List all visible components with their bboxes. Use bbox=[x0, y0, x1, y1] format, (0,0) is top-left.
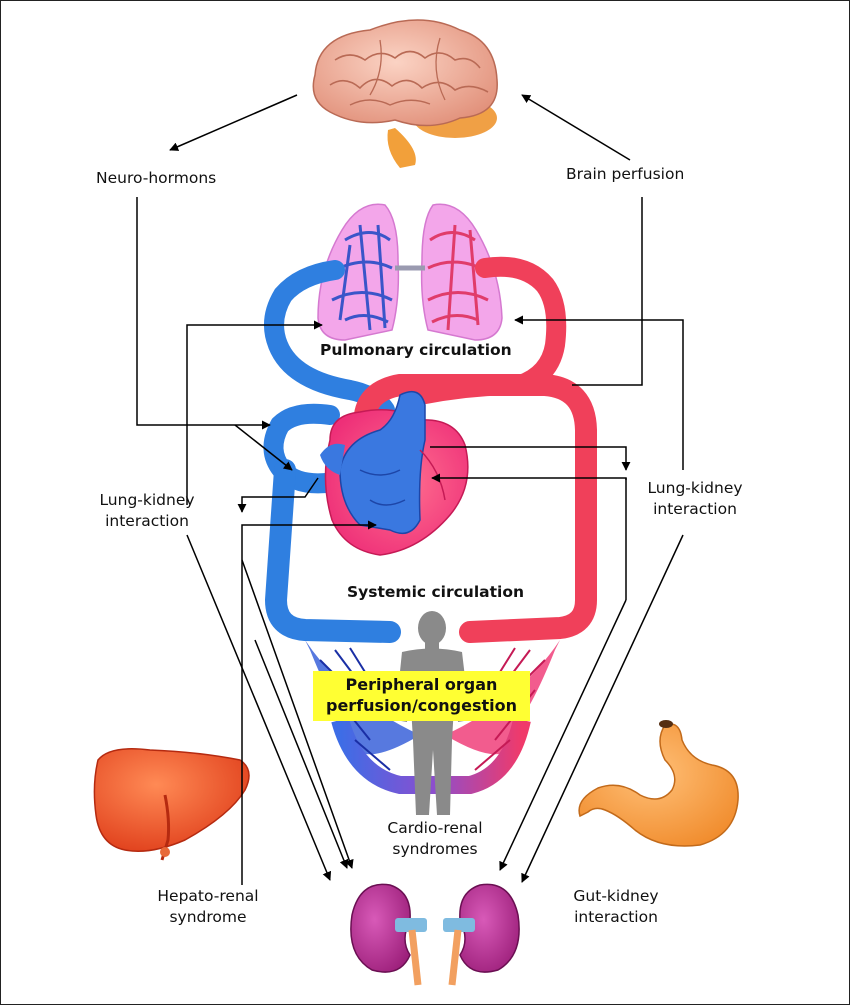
label-hepato-renal-line1: Hepato-renal bbox=[157, 887, 259, 905]
arrow-right-down-to-kidney bbox=[499, 599, 627, 871]
arrow-heart-left-down-to-kidney bbox=[254, 639, 349, 869]
label-peripheral-line2: perfusion/congestion bbox=[326, 696, 517, 715]
line-aorta-to-brain-perfusion bbox=[572, 197, 643, 386]
arrow-left-lung-kidney-to-lung bbox=[186, 320, 323, 505]
label-brain-perfusion: Brain perfusion bbox=[566, 165, 685, 183]
lungs-icon bbox=[317, 203, 503, 341]
label-systemic-circulation: Systemic circulation bbox=[347, 583, 525, 601]
heart-icon bbox=[320, 390, 469, 556]
label-lung-kidney-right-line1: Lung-kidney bbox=[647, 479, 743, 497]
arrow-heart-to-right bbox=[430, 446, 631, 471]
label-hepato-renal-line2: syndrome bbox=[169, 908, 247, 926]
label-pulmonary-circulation: Pulmonary circulation bbox=[320, 341, 512, 359]
arrow-left-lung-kidney-to-kidney bbox=[186, 534, 332, 881]
arrow-heart-to-left bbox=[237, 477, 319, 513]
arrow-neurohormons-branch bbox=[234, 424, 293, 471]
label-lung-kidney-right-line2: interaction bbox=[653, 500, 737, 518]
label-peripheral: Peripheral organ perfusion/congestion bbox=[313, 674, 530, 716]
arrows bbox=[136, 94, 684, 885]
arrow-neurohormons-to-heart bbox=[136, 197, 271, 430]
arrow-perfusion-to-brain bbox=[521, 94, 631, 161]
label-gut-kidney-line1: Gut-kidney bbox=[573, 887, 659, 905]
left-kidney-icon bbox=[350, 883, 427, 986]
arrow-left-to-heart bbox=[241, 520, 377, 885]
label-hepato-renal: Hepato-renal syndrome bbox=[148, 886, 268, 928]
arrow-left-to-kidney-cardio bbox=[241, 559, 354, 869]
right-kidney-icon bbox=[443, 883, 520, 986]
label-cardio-renal-line1: Cardio-renal bbox=[387, 819, 483, 837]
label-neuro-hormons: Neuro-hormons bbox=[96, 169, 217, 187]
label-gut-kidney: Gut-kidney interaction bbox=[560, 886, 672, 928]
arrow-right-lung-kidney-to-lung bbox=[514, 315, 684, 470]
label-cardio-renal-line2: syndromes bbox=[392, 840, 478, 858]
peripheral-highlight-box bbox=[313, 671, 530, 721]
arrow-right-lung-kidney-to-kidney bbox=[521, 534, 684, 883]
stomach-icon bbox=[578, 720, 739, 847]
label-cardio-renal: Cardio-renal syndromes bbox=[370, 818, 500, 860]
liver-icon bbox=[93, 748, 250, 861]
label-peripheral-line1: Peripheral organ bbox=[345, 675, 498, 694]
label-gut-kidney-line2: interaction bbox=[574, 908, 658, 926]
brain-icon bbox=[312, 19, 498, 168]
systemic-loop bbox=[263, 374, 597, 643]
label-lung-kidney-left-line2: interaction bbox=[105, 512, 189, 530]
arrow-brain-to-neurohormons bbox=[169, 94, 298, 151]
label-lung-kidney-right: Lung-kidney interaction bbox=[640, 478, 750, 520]
label-lung-kidney-left: Lung-kidney interaction bbox=[92, 490, 202, 532]
label-lung-kidney-left-line1: Lung-kidney bbox=[99, 491, 195, 509]
